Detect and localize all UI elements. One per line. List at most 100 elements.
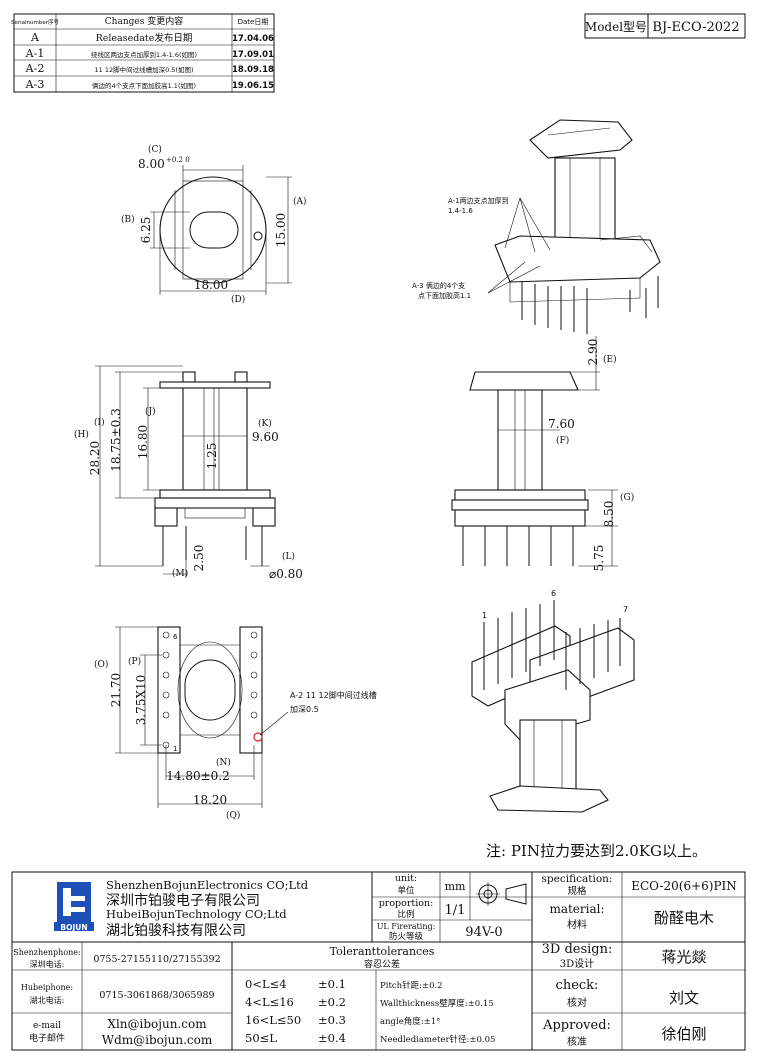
iso-view-top: A-1两边支点加厚到 1.4-1.6 A-3 俩边的4个支 点下面加胶高1.1 — [412, 119, 661, 334]
front-view: 28.20 (H) 18.75±0.3 (I) 16.80 (J) 9.60 (… — [74, 365, 303, 581]
rev-row-2-date: 18.09.18 — [232, 65, 274, 75]
iso-view-bottom: 1 6 7 — [471, 589, 635, 813]
approved-label-cn: 核准 — [567, 1035, 587, 1048]
tol-angle: angle角度:±1° — [380, 1016, 440, 1027]
note-a2-line2: 加深0.5 — [290, 704, 319, 714]
tol-pitch: Pitch针距:±0.2 — [380, 980, 443, 991]
email-1: Xln@ibojun.com — [107, 1017, 207, 1031]
rev-row-0-serial: A — [30, 31, 40, 44]
ul-label-cn: 防火等级 — [389, 931, 424, 942]
iso-pins — [521, 276, 659, 334]
material-label-cn: 材料 — [567, 918, 587, 931]
hb-phone-label: Hubeiphone: — [21, 983, 73, 992]
rev-header-date: Date日期 — [238, 18, 269, 26]
unit-label: unit: — [395, 873, 417, 884]
dim-b-value: 6.25 — [139, 217, 153, 244]
bottom-view: 6 1 21.70 (O) 3.75X10 (P) 14.80±0.2 (N) … — [94, 626, 377, 821]
tol-needle: Needlediameter针径:±0.05 — [380, 1034, 495, 1045]
note-a3-line1: A-3 俩边的4个支 — [412, 281, 465, 290]
dim-j-value: 16.80 — [136, 425, 150, 459]
dim-a-value: 15.00 — [274, 213, 288, 247]
pin-pull-note: 注: PIN拉力要达到2.0KG以上。 — [486, 842, 707, 860]
ul-label: UL Firerating: — [377, 922, 436, 931]
dim-h-label: (H) — [74, 429, 89, 440]
bojun-logo: BOJUN — [54, 882, 94, 932]
tol-row-1-range: 4<L≤16 — [245, 995, 294, 1009]
email-label: e-mail — [33, 1021, 61, 1031]
model-label: Model型号 — [585, 20, 647, 34]
ul-value: 94V-0 — [465, 925, 502, 940]
material-value: 酚醛电木 — [654, 909, 714, 927]
bottom-pin1-label: 1 — [173, 745, 177, 753]
dim-l-value: ⌀0.80 — [269, 567, 303, 581]
rev-row-0-date: 17.04.06 — [232, 34, 274, 44]
dim-i-value: 18.75±0.3 — [109, 408, 123, 472]
dim-d-value: 18.00 — [194, 278, 228, 292]
company-cn-2: 湖北铂骏科技有限公司 — [106, 923, 246, 939]
rev-row-1-change: 绕线区两边支点加厚到1.4-1.6(如图) — [91, 50, 197, 59]
model-box: Model型号 BJ-ECO-2022 — [584, 13, 746, 39]
dim-c-value: 8.00 — [138, 157, 165, 171]
top-view: 15.00 (A) 6.25 (B) 8.00 +0.2 0 (C) 18.00… — [121, 144, 307, 305]
company-cn-1: 深圳市铂骏电子有限公司 — [106, 892, 260, 909]
dim-k-label: (K) — [258, 418, 272, 429]
design-label: 3D design: — [542, 942, 613, 957]
email-2: Wdm@ibojun.com — [102, 1033, 213, 1047]
note-a1-line2: 1.4-1.6 — [448, 207, 473, 215]
dim-j-label: (J) — [145, 406, 156, 417]
dim-n-value: 14.80±0.2 — [166, 769, 230, 783]
dim-b-label: (B) — [121, 214, 135, 225]
dim-q-value: 18.20 — [193, 793, 227, 807]
tol-row-0-range: 0<L≤4 — [245, 977, 287, 991]
tol-row-3-range: 50≤L — [245, 1031, 277, 1045]
tol-wall: Wallthickness壁厚度:±0.15 — [380, 998, 494, 1009]
proportion-label: proportion: — [379, 898, 434, 909]
projection-symbol-icon — [476, 882, 527, 906]
check-label-cn: 核对 — [567, 996, 587, 1009]
note-a3-line2: 点下面加胶高1.1 — [418, 291, 471, 300]
rev-header-serial: Serialnumber序号 — [11, 18, 60, 26]
dim-m-value: 2.50 — [192, 545, 206, 572]
company-en-1: ShenzhenBojunElectronics CO;Ltd — [106, 878, 309, 892]
rev-header-changes: Changes 变更内容 — [105, 15, 183, 27]
dim-e-value: 2.90 — [586, 339, 600, 366]
proportion-label-cn: 比例 — [397, 909, 414, 920]
tol-row-3-value: ±0.4 — [318, 1031, 346, 1045]
title-block: BOJUN ShenzhenBojunElectronics CO;Ltd 深圳… — [11, 871, 746, 1051]
dim-h-value: 28.20 — [88, 441, 102, 475]
sz-phone-label: Shenzhenphone: — [13, 948, 80, 957]
rev-row-3-date: 19.06.15 — [232, 81, 274, 91]
bottom-pin6-label: 6 — [173, 633, 178, 641]
revision-table: Serialnumber序号 Changes 变更内容 Date日期 A Rel… — [11, 13, 275, 93]
dim-f-value: 7.60 — [548, 417, 575, 431]
iso-pin6-label: 6 — [551, 589, 556, 598]
approved-label: Approved: — [542, 1018, 611, 1033]
spec-label-cn: 规格 — [567, 885, 587, 897]
dim-q-label: (Q) — [226, 810, 240, 821]
dim-k-value: 9.60 — [252, 430, 279, 444]
rev-row-2-serial: A-2 — [25, 62, 45, 75]
dim-a-label: (A) — [293, 196, 307, 207]
tol-row-2-value: ±0.3 — [318, 1013, 346, 1027]
dim-d-label: (D) — [231, 294, 245, 305]
rev-row-2-change: 11 12脚中间过线槽加深0.5(如图) — [94, 65, 193, 74]
hb-phone-label-cn: 湖北电话: — [30, 995, 65, 1005]
rev-row-0-change: Releasedate发布日期 — [96, 32, 193, 44]
tol-row-0-value: ±0.1 — [318, 977, 346, 991]
dim-i-label: (I) — [94, 417, 105, 428]
check-label: check: — [556, 978, 599, 993]
hb-phone-value: 0715-3061868/3065989 — [99, 990, 214, 1001]
tol-row-1-value: ±0.2 — [318, 995, 346, 1009]
rev-row-3-serial: A-3 — [25, 78, 45, 91]
dim-f-label: (F) — [556, 435, 569, 446]
dim-n-label: (N) — [216, 757, 231, 768]
spec-label: specification: — [542, 873, 613, 885]
proportion-value: 1/1 — [445, 903, 466, 918]
rev-row-1-serial: A-1 — [25, 47, 45, 60]
tol-title: Toleranttolerances — [330, 945, 435, 958]
model-value: BJ-ECO-2022 — [652, 20, 739, 35]
email-label-cn: 电子邮件 — [29, 1032, 65, 1044]
dim-m-label: (M) — [172, 568, 188, 579]
side-pins — [462, 526, 574, 566]
